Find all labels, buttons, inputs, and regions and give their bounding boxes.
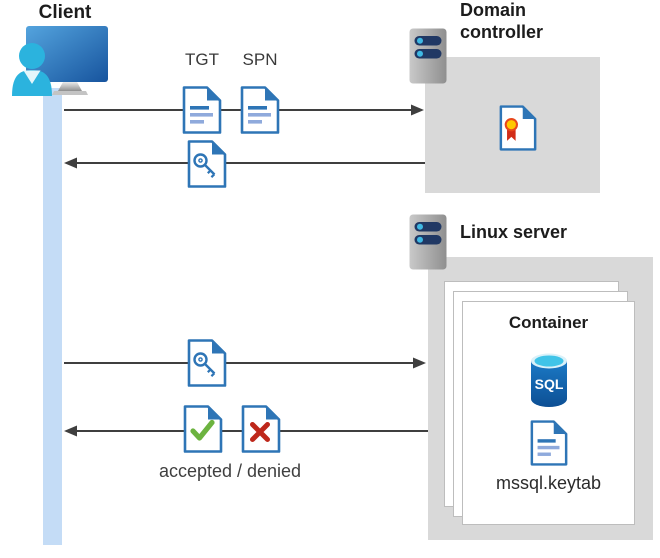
keytab-file-label: mssql.keytab	[495, 473, 602, 493]
tgt-label: TGT	[185, 50, 219, 69]
cross-document-icon	[240, 404, 282, 454]
spn-document-icon	[239, 85, 281, 135]
container-label: Container	[508, 313, 589, 332]
arrow-dc-to-client	[64, 157, 425, 169]
tgt-document-icon	[181, 85, 223, 135]
key-document-icon	[186, 139, 228, 189]
arrow-client-to-linux	[64, 357, 426, 369]
server-icon	[409, 214, 447, 270]
sql-database-icon: SQL	[530, 353, 567, 407]
domain-controller-label: Domain controller	[460, 0, 544, 42]
keytab-document-icon	[529, 418, 569, 468]
certificate-icon	[498, 103, 538, 153]
client-lifeline	[43, 88, 62, 545]
container-card: Container SQL mssql.keytab	[462, 301, 635, 525]
client-label: Client	[38, 2, 92, 23]
user-monitor-icon	[12, 26, 108, 96]
server-icon	[409, 28, 447, 84]
sql-badge-text: SQL	[534, 376, 563, 392]
accepted-denied-label: accepted / denied	[158, 461, 302, 481]
spn-label: SPN	[242, 50, 278, 69]
key-document-icon	[186, 338, 228, 388]
check-document-icon	[182, 404, 224, 454]
linux-server-label: Linux server	[460, 222, 568, 242]
